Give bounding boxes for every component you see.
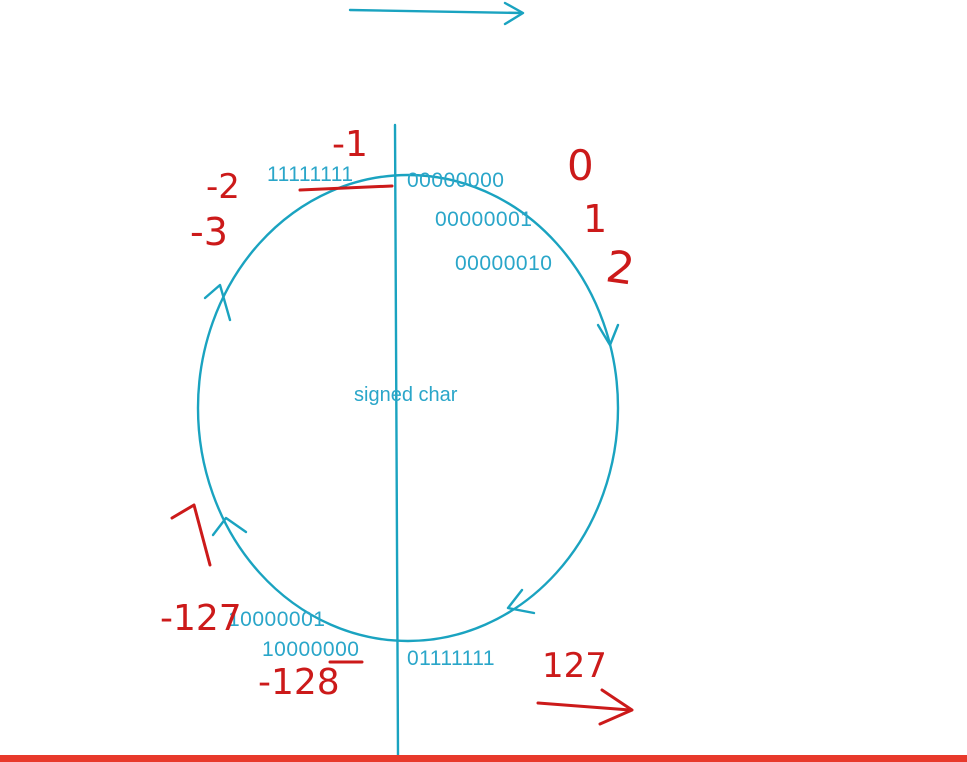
top-right-arrow: [348, 1, 525, 26]
binary-label-bottom-right: 01111111: [407, 647, 495, 670]
vertical-divider-line: [393, 123, 400, 757]
clockwise-arrow-lower-left: [211, 516, 248, 537]
clockwise-arrow-upper-left: [203, 283, 232, 322]
binary-label-right-2: 00000010: [455, 252, 552, 275]
clockwise-arrow-bottom: [506, 588, 536, 615]
note-minus-127: -127: [160, 598, 242, 639]
binary-label-bottom-left-2: 10000000: [262, 638, 359, 661]
note-zero: 0: [567, 141, 594, 190]
binary-label-bottom-left-1: 10000001: [228, 608, 325, 631]
binary-label-top-right: 00000000: [407, 169, 504, 192]
note-127: 127: [542, 646, 607, 686]
center-label-signed-char: signed char: [354, 384, 458, 406]
red-scribble-left: [170, 503, 212, 567]
binary-label-top-left: 11111111: [267, 163, 354, 186]
red-bottom-right-arrow: [536, 688, 634, 726]
note-minus-three: -3: [190, 210, 228, 254]
binary-label-right-1: 00000001: [435, 208, 532, 231]
note-two: 2: [603, 241, 638, 295]
value-circle: [196, 173, 620, 643]
note-minus-128: -128: [258, 662, 340, 703]
red-underline-top: [298, 184, 394, 192]
note-minus-two: -2: [206, 167, 240, 207]
clockwise-arrow-right: [596, 323, 620, 347]
note-minus-one: -1: [332, 124, 368, 165]
note-one: 1: [583, 197, 607, 241]
bottom-red-bar: [0, 755, 967, 762]
